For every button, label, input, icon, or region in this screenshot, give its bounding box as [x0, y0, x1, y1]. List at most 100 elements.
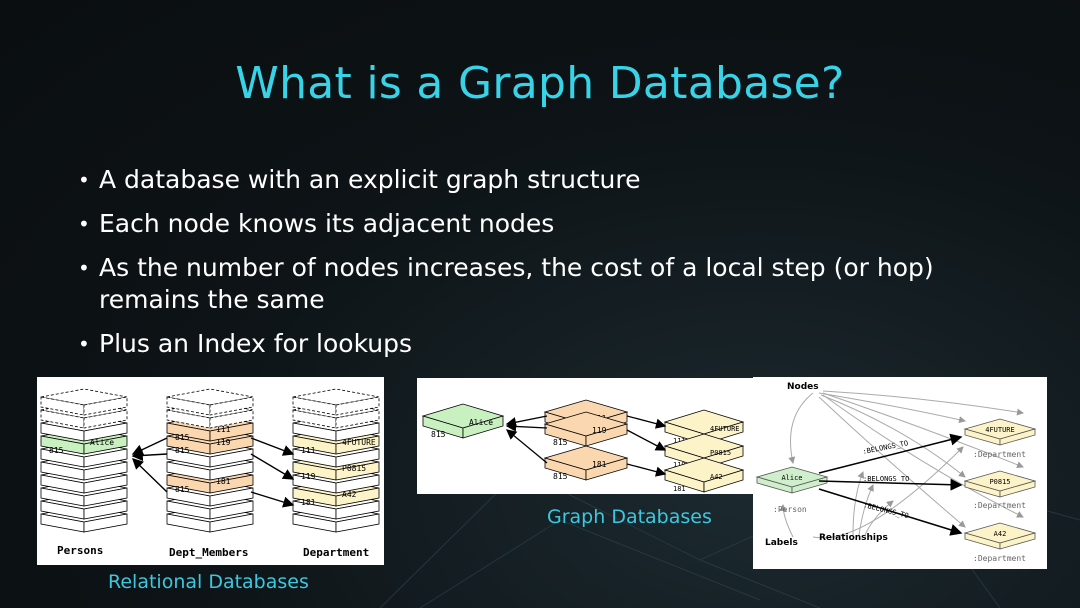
department-node-4future: 4FUTURE: [963, 418, 1037, 446]
cell-value: P0815: [342, 464, 366, 473]
dept-members-table-label: Dept_Members: [169, 546, 248, 559]
cell-value: 119: [673, 461, 686, 469]
graph-nodes: 815Alice8151118151198151811114FUTURE119P…: [421, 399, 745, 493]
member-node: 815 119: [543, 411, 629, 447]
graph-edge: [626, 429, 667, 451]
fk-arrow: [131, 458, 168, 493]
fk-arrow: [250, 453, 295, 480]
fk-arrow: [250, 437, 295, 456]
alice-person-node: Alice: [755, 466, 829, 494]
department-type-label: :Department: [973, 450, 1026, 459]
node-label: 4FUTURE: [985, 426, 1015, 434]
graph-edge: [505, 415, 548, 428]
department-node: 181 A42: [663, 457, 745, 493]
relational-diagram: 815Alice815181815119815111181A42119P0815…: [40, 388, 380, 559]
cell-value: 111: [301, 446, 316, 455]
bullet-item: • Plus an Index for lookups: [78, 328, 1038, 360]
nodes-annotation: Nodes: [787, 382, 819, 392]
graph-caption: Graph Databases: [547, 506, 712, 528]
bullet-glyph: •: [78, 168, 90, 192]
cell-value: 4FUTURE: [342, 438, 376, 447]
cell-value: 119: [592, 426, 607, 435]
bullet-glyph: •: [78, 332, 90, 356]
node-label: Alice: [781, 474, 802, 482]
cell-value: Alice: [90, 438, 114, 447]
cell-value: A42: [342, 490, 357, 499]
cell-value: 119: [216, 438, 231, 447]
annotation-curves: [779, 390, 1024, 539]
labels-annotation: Labels: [765, 538, 798, 548]
cell-value: 815: [553, 438, 568, 447]
bullet-list: • A database with an explicit graph struc…: [78, 164, 1038, 372]
cell-value: 111: [673, 437, 686, 445]
belongs-to-edges: [818, 433, 963, 536]
graph-edge: [626, 463, 667, 477]
cell-value: 181: [592, 460, 607, 469]
relational-caption: Relational Databases: [108, 571, 309, 593]
bullet-item: • A database with an explicit graph struc…: [78, 164, 1038, 196]
node-label: P0815: [989, 478, 1010, 486]
cell-value: A42: [710, 473, 723, 481]
department-type-label: :Department: [973, 501, 1026, 510]
persons-table-label: Persons: [57, 544, 103, 557]
empty-row: [166, 388, 254, 416]
bullet-text: Each node knows its adjacent nodes: [99, 209, 555, 238]
fk-arrow: [250, 491, 295, 508]
relationships-annotation: Relationships: [819, 533, 888, 543]
empty-row: [292, 388, 380, 416]
graph-diagram-panel: 815Alice8151118151198151811114FUTURE119P…: [417, 378, 757, 494]
graph-edge: [505, 429, 548, 464]
bullet-item: • Each node knows its adjacent nodes: [78, 208, 1038, 240]
belongs-to-edge: [818, 478, 963, 491]
bullet-item: • As the number of nodes increases, the c…: [78, 252, 1038, 316]
department-node-a42: A42: [963, 522, 1037, 550]
cell-value: 815: [175, 446, 190, 455]
cell-value: Alice: [469, 418, 493, 427]
graph-edge: [626, 415, 667, 429]
department-table-label: Department: [303, 546, 369, 559]
node-label: A42: [994, 530, 1007, 538]
department-table: 181 A42 119 P0815 111 4FUTURE: [292, 388, 380, 533]
bullet-text: A database with an explicit graph struct…: [99, 165, 641, 194]
table-stacks: 815Alice815181815119815111181A42119P0815…: [40, 388, 380, 533]
fk-arrow: [131, 437, 168, 455]
department-type-label: :Department: [973, 554, 1026, 563]
persons-table: 815 Alice: [40, 388, 128, 533]
graph-edge: [505, 421, 548, 432]
cell-value: 815: [49, 446, 64, 455]
cell-value: P0815: [710, 449, 731, 457]
cell-value: 181: [301, 498, 316, 507]
bullet-glyph: •: [78, 256, 90, 280]
relationship-label: :BELONGS_TO: [863, 501, 910, 520]
cell-value: 119: [301, 472, 316, 481]
relationship-label: :BELONGS_TO: [862, 439, 909, 456]
bullet-glyph: •: [78, 212, 90, 236]
slide-title: What is a Graph Database?: [235, 58, 845, 109]
alice-node: 815 Alice: [421, 403, 505, 439]
cell-value: 181: [673, 485, 686, 493]
graph-edges: [505, 415, 667, 477]
cell-value: 111: [216, 425, 231, 434]
person-type-label: :Person: [773, 505, 807, 514]
cell-value: 815: [553, 472, 568, 481]
belongs-to-edge: [818, 488, 963, 536]
bullet-text: As the number of nodes increases, the co…: [99, 253, 934, 314]
relationship-label: :BELONGS_TO: [863, 475, 909, 483]
cell-value: 815: [175, 485, 190, 494]
dept-members-table: 815 181 815 119 815 111: [166, 388, 254, 533]
cell-value: 815: [431, 430, 446, 439]
fk-arrow: [131, 449, 168, 462]
belongs-to-edge: [818, 433, 963, 474]
graph-diagram: 815Alice8151118151198151811114FUTURE119P…: [421, 399, 745, 493]
bullet-text: Plus an Index for lookups: [99, 329, 413, 358]
department-node-p0815: P0815: [963, 470, 1037, 498]
cell-value: 815: [175, 433, 190, 442]
cell-value: 181: [216, 477, 231, 486]
cell-value: 4FUTURE: [710, 425, 740, 433]
empty-row: [40, 388, 128, 416]
member-node: 815 181: [543, 445, 629, 481]
